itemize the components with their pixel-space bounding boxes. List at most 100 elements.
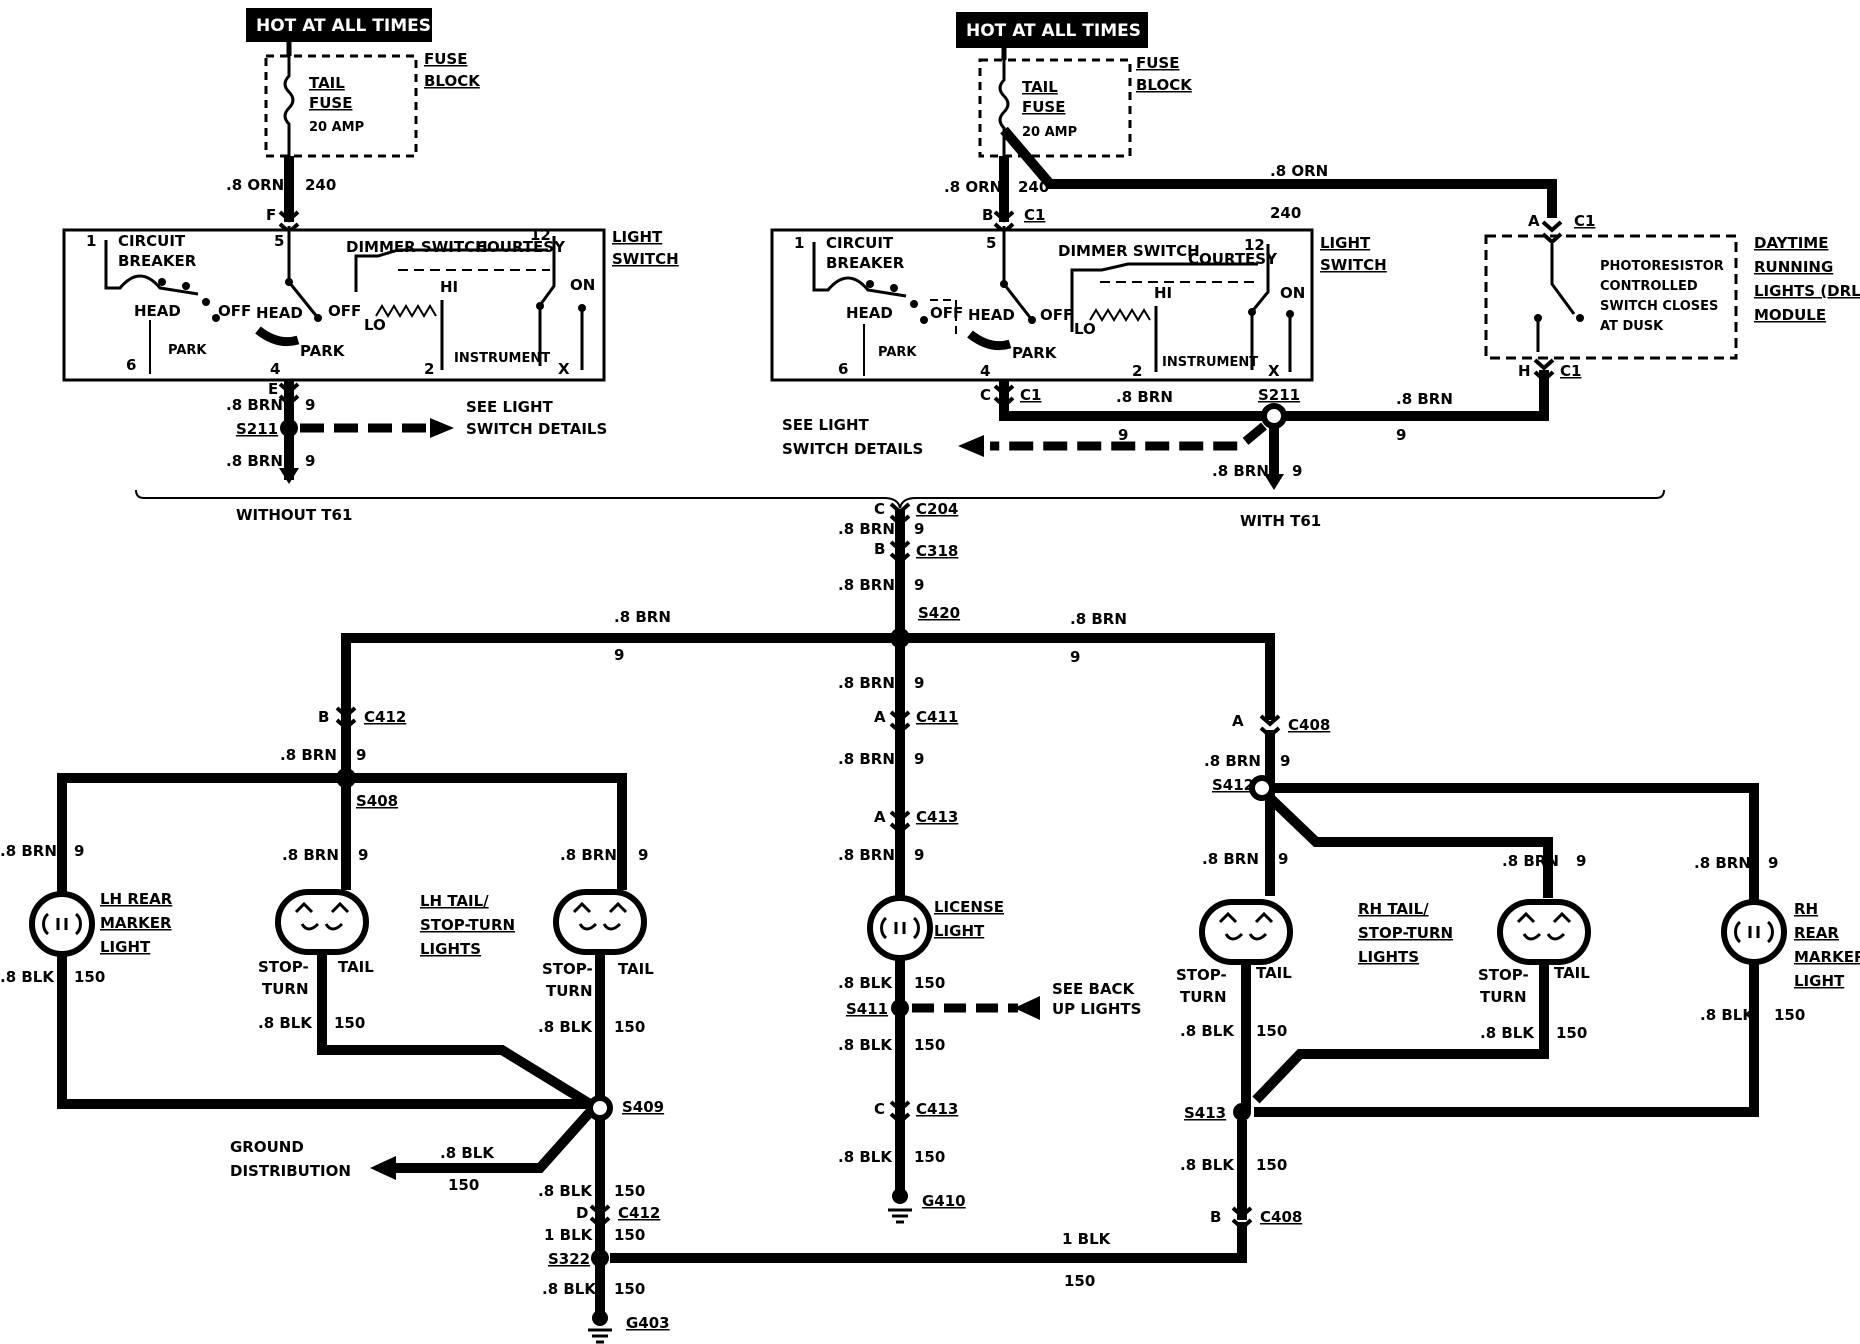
right-fuse-block-label-2: BLOCK xyxy=(1136,76,1193,94)
left-wire-9a: .8 BRN xyxy=(226,396,283,414)
lh-stop2-1: STOP- xyxy=(542,960,593,978)
c413b-pin: C xyxy=(874,1100,885,1118)
right-see-details-2: SWITCH DETAILS xyxy=(782,440,923,458)
drl-module-2: RUNNING xyxy=(1754,258,1833,276)
right-s211-dot xyxy=(1261,403,1287,429)
right-head2: HEAD xyxy=(968,306,1015,324)
lh-gd-wire: .8 BLK xyxy=(440,1144,495,1162)
trunk-right-wire: .8 BRN xyxy=(1070,610,1127,628)
lh-side: B C412 .8 BRN 9 S408 .8 BRN 9 LH REAR MA… xyxy=(0,706,1247,1344)
right-dimmer: DIMMER SWITCH xyxy=(1058,242,1200,260)
rh-marker-4: LIGHT xyxy=(1794,972,1845,990)
left-fuse-icon xyxy=(283,56,295,156)
lh-n-s322: 150 xyxy=(614,1226,645,1244)
lh-g1-wire: .8 BLK xyxy=(258,1014,313,1032)
trunk-n5: 9 xyxy=(914,846,924,864)
rh-tail-lamp-1 xyxy=(1202,902,1290,962)
s322-dot xyxy=(591,1249,609,1267)
left-pin-x: X xyxy=(558,360,570,378)
lh-c412b: C412 xyxy=(618,1204,660,1222)
drl-c1a: C1 xyxy=(1574,212,1595,230)
lh-g2-wire: .8 BLK xyxy=(538,1018,593,1036)
lh-gd-circ: 150 xyxy=(448,1176,479,1194)
rh-g1-wire: .8 BLK xyxy=(1180,1022,1235,1040)
right-conn-c1: C1 xyxy=(1024,206,1045,224)
rh-left-circ: 9 xyxy=(1278,850,1288,868)
license-label-1: LICENSE xyxy=(934,898,1004,916)
drl-c1b: C1 xyxy=(1560,362,1581,380)
lh-n1: 9 xyxy=(356,746,366,764)
drl-text-2: CONTROLLED xyxy=(1600,279,1698,294)
rh-marker-1: RH xyxy=(1794,900,1818,918)
c318-pin: B xyxy=(874,540,885,558)
right-on: ON xyxy=(1280,284,1305,302)
s409: S409 xyxy=(622,1098,664,1116)
left-pin-1: 1 xyxy=(86,232,96,250)
left-circuit-9a: 9 xyxy=(305,396,315,414)
right-light-switch-label-2: SWITCH xyxy=(1320,256,1387,274)
rh-marker-2: REAR xyxy=(1794,924,1839,942)
right-light-switch-label-1: LIGHT xyxy=(1320,234,1371,252)
right-cb-2: BREAKER xyxy=(826,254,905,272)
right-with-t61: HOT AT ALL TIMES TAIL FUSE 20 AMP FUSE B… xyxy=(770,12,1860,530)
right-fuse-circuit: 240 xyxy=(1018,178,1049,196)
drl-module-box xyxy=(1484,234,1738,360)
left-pin-6: 6 xyxy=(126,356,136,374)
see-backup-2: UP LIGHTS xyxy=(1052,1000,1141,1018)
left-without-t61: HOT AT ALL TIMES TAIL FUSE 20 AMP FUSE B… xyxy=(62,8,679,524)
trunk-right-circ: 9 xyxy=(1070,648,1080,666)
rh-side: A C408 .8 BRN 9 S412 .8 BRN 9 .8 BRN 9 .… xyxy=(1062,712,1860,1290)
c411: C411 xyxy=(916,708,958,726)
s412: S412 xyxy=(1212,776,1254,794)
right-down-circuit: 9 xyxy=(1292,462,1302,480)
right-fuse-wire: .8 ORN xyxy=(944,178,1002,196)
rh-tail2: TAIL xyxy=(1554,964,1590,982)
g403: G403 xyxy=(626,1314,670,1332)
lh-tail-lamp-1 xyxy=(278,892,366,952)
lh-w-g403: .8 BLK xyxy=(542,1280,597,1298)
rh-n-below: 150 xyxy=(1256,1156,1287,1174)
rh-c408: C408 xyxy=(1288,716,1330,734)
lh-c412: C412 xyxy=(364,708,406,726)
right-pin-5: 5 xyxy=(986,234,996,252)
left-fuse-circuit: 240 xyxy=(305,176,336,194)
drl-pin-h: H xyxy=(1518,362,1531,380)
left-pin-2: 2 xyxy=(424,360,434,378)
left-on: ON xyxy=(570,276,595,294)
lh-g2-circ: 150 xyxy=(614,1018,645,1036)
left-light-switch-label-1: LIGHT xyxy=(612,228,663,246)
c413b: C413 xyxy=(916,1100,958,1118)
rh-bottom-wire: 1 BLK xyxy=(1062,1230,1112,1248)
right-orn-wire: .8 ORN xyxy=(1270,162,1328,180)
lh-tail-lamp-2 xyxy=(556,892,644,952)
lh-tail2: TAIL xyxy=(618,960,654,978)
rh-w-below: .8 BLK xyxy=(1180,1156,1235,1174)
lh-mid-wire: .8 BRN xyxy=(282,846,339,864)
left-courtesy: COURTESY xyxy=(476,238,566,256)
lh-w1: .8 BRN xyxy=(280,746,337,764)
right-see-details-1: SEE LIGHT xyxy=(782,416,870,434)
left-s211-dot xyxy=(280,419,298,437)
trunk-left-circ: 9 xyxy=(614,646,624,664)
trunk-n7: 150 xyxy=(914,1036,945,1054)
drl-module-1: DAYTIME xyxy=(1754,234,1828,252)
left-fuse-block xyxy=(264,54,418,158)
lh-tail1: TAIL xyxy=(338,958,374,976)
right-park2: PARK xyxy=(1012,344,1058,362)
trunk-n1: 9 xyxy=(914,520,924,538)
right-pin-2: 2 xyxy=(1132,362,1142,380)
right-down-wire: .8 BRN xyxy=(1212,462,1269,480)
left-pin-4: 4 xyxy=(270,360,280,378)
left-circuit-9b: 9 xyxy=(305,452,315,470)
lh-marker-gnd-wire: .8 BLK xyxy=(0,968,55,986)
drl-text-1: PHOTORESISTOR xyxy=(1600,259,1724,274)
lh-tail-label-2: STOP-TURN xyxy=(420,916,515,934)
drl-text-3: SWITCH CLOSES xyxy=(1600,299,1718,314)
lh-stop2-2: TURN xyxy=(546,982,593,1000)
drl-module-3: LIGHTS (DRL) xyxy=(1754,282,1860,300)
right-head1: HEAD xyxy=(846,304,893,322)
lh-c412-pin: B xyxy=(318,708,329,726)
lh-marker-gnd-circ: 150 xyxy=(74,968,105,986)
left-lo: LO xyxy=(364,316,386,334)
